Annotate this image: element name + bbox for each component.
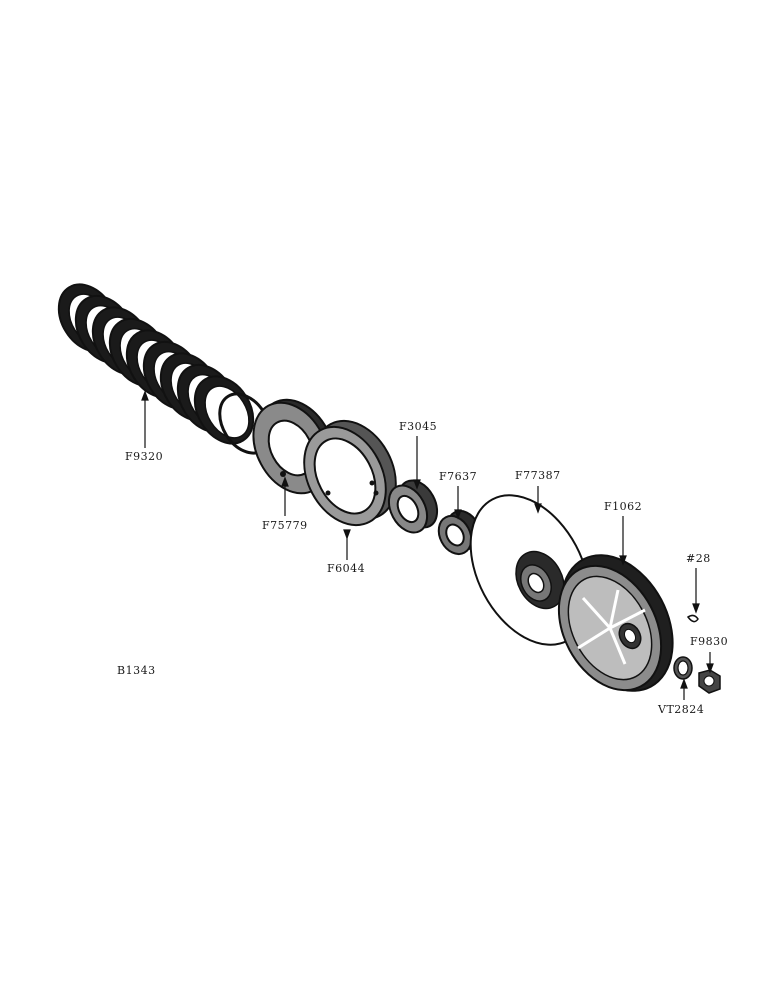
label-f3045: F3045 (399, 420, 437, 433)
label-vt2824: VT2824 (657, 703, 704, 716)
cup-housing-part (303, 419, 397, 527)
label-f7637: F7637 (439, 470, 477, 483)
leader-lines (141, 390, 714, 700)
label-f77387: F77387 (515, 469, 561, 482)
label-cotter-pin: #28 (686, 552, 711, 565)
castle-nut-part (698, 669, 721, 694)
label-f6044: F6044 (327, 562, 365, 575)
label-f9830: F9830 (690, 635, 728, 648)
washer-part (673, 656, 693, 680)
spring-coil-opening (204, 385, 250, 439)
label-f1062: F1062 (604, 500, 642, 513)
coil-spring-part (57, 283, 272, 455)
cotter-pin-part (686, 614, 699, 623)
label-f75779: F75779 (262, 519, 308, 532)
figure-id: B1343 (117, 664, 156, 677)
label-f9320: F9320 (125, 450, 163, 463)
pulley-wheel-part (557, 554, 674, 692)
collar-part (387, 479, 439, 534)
